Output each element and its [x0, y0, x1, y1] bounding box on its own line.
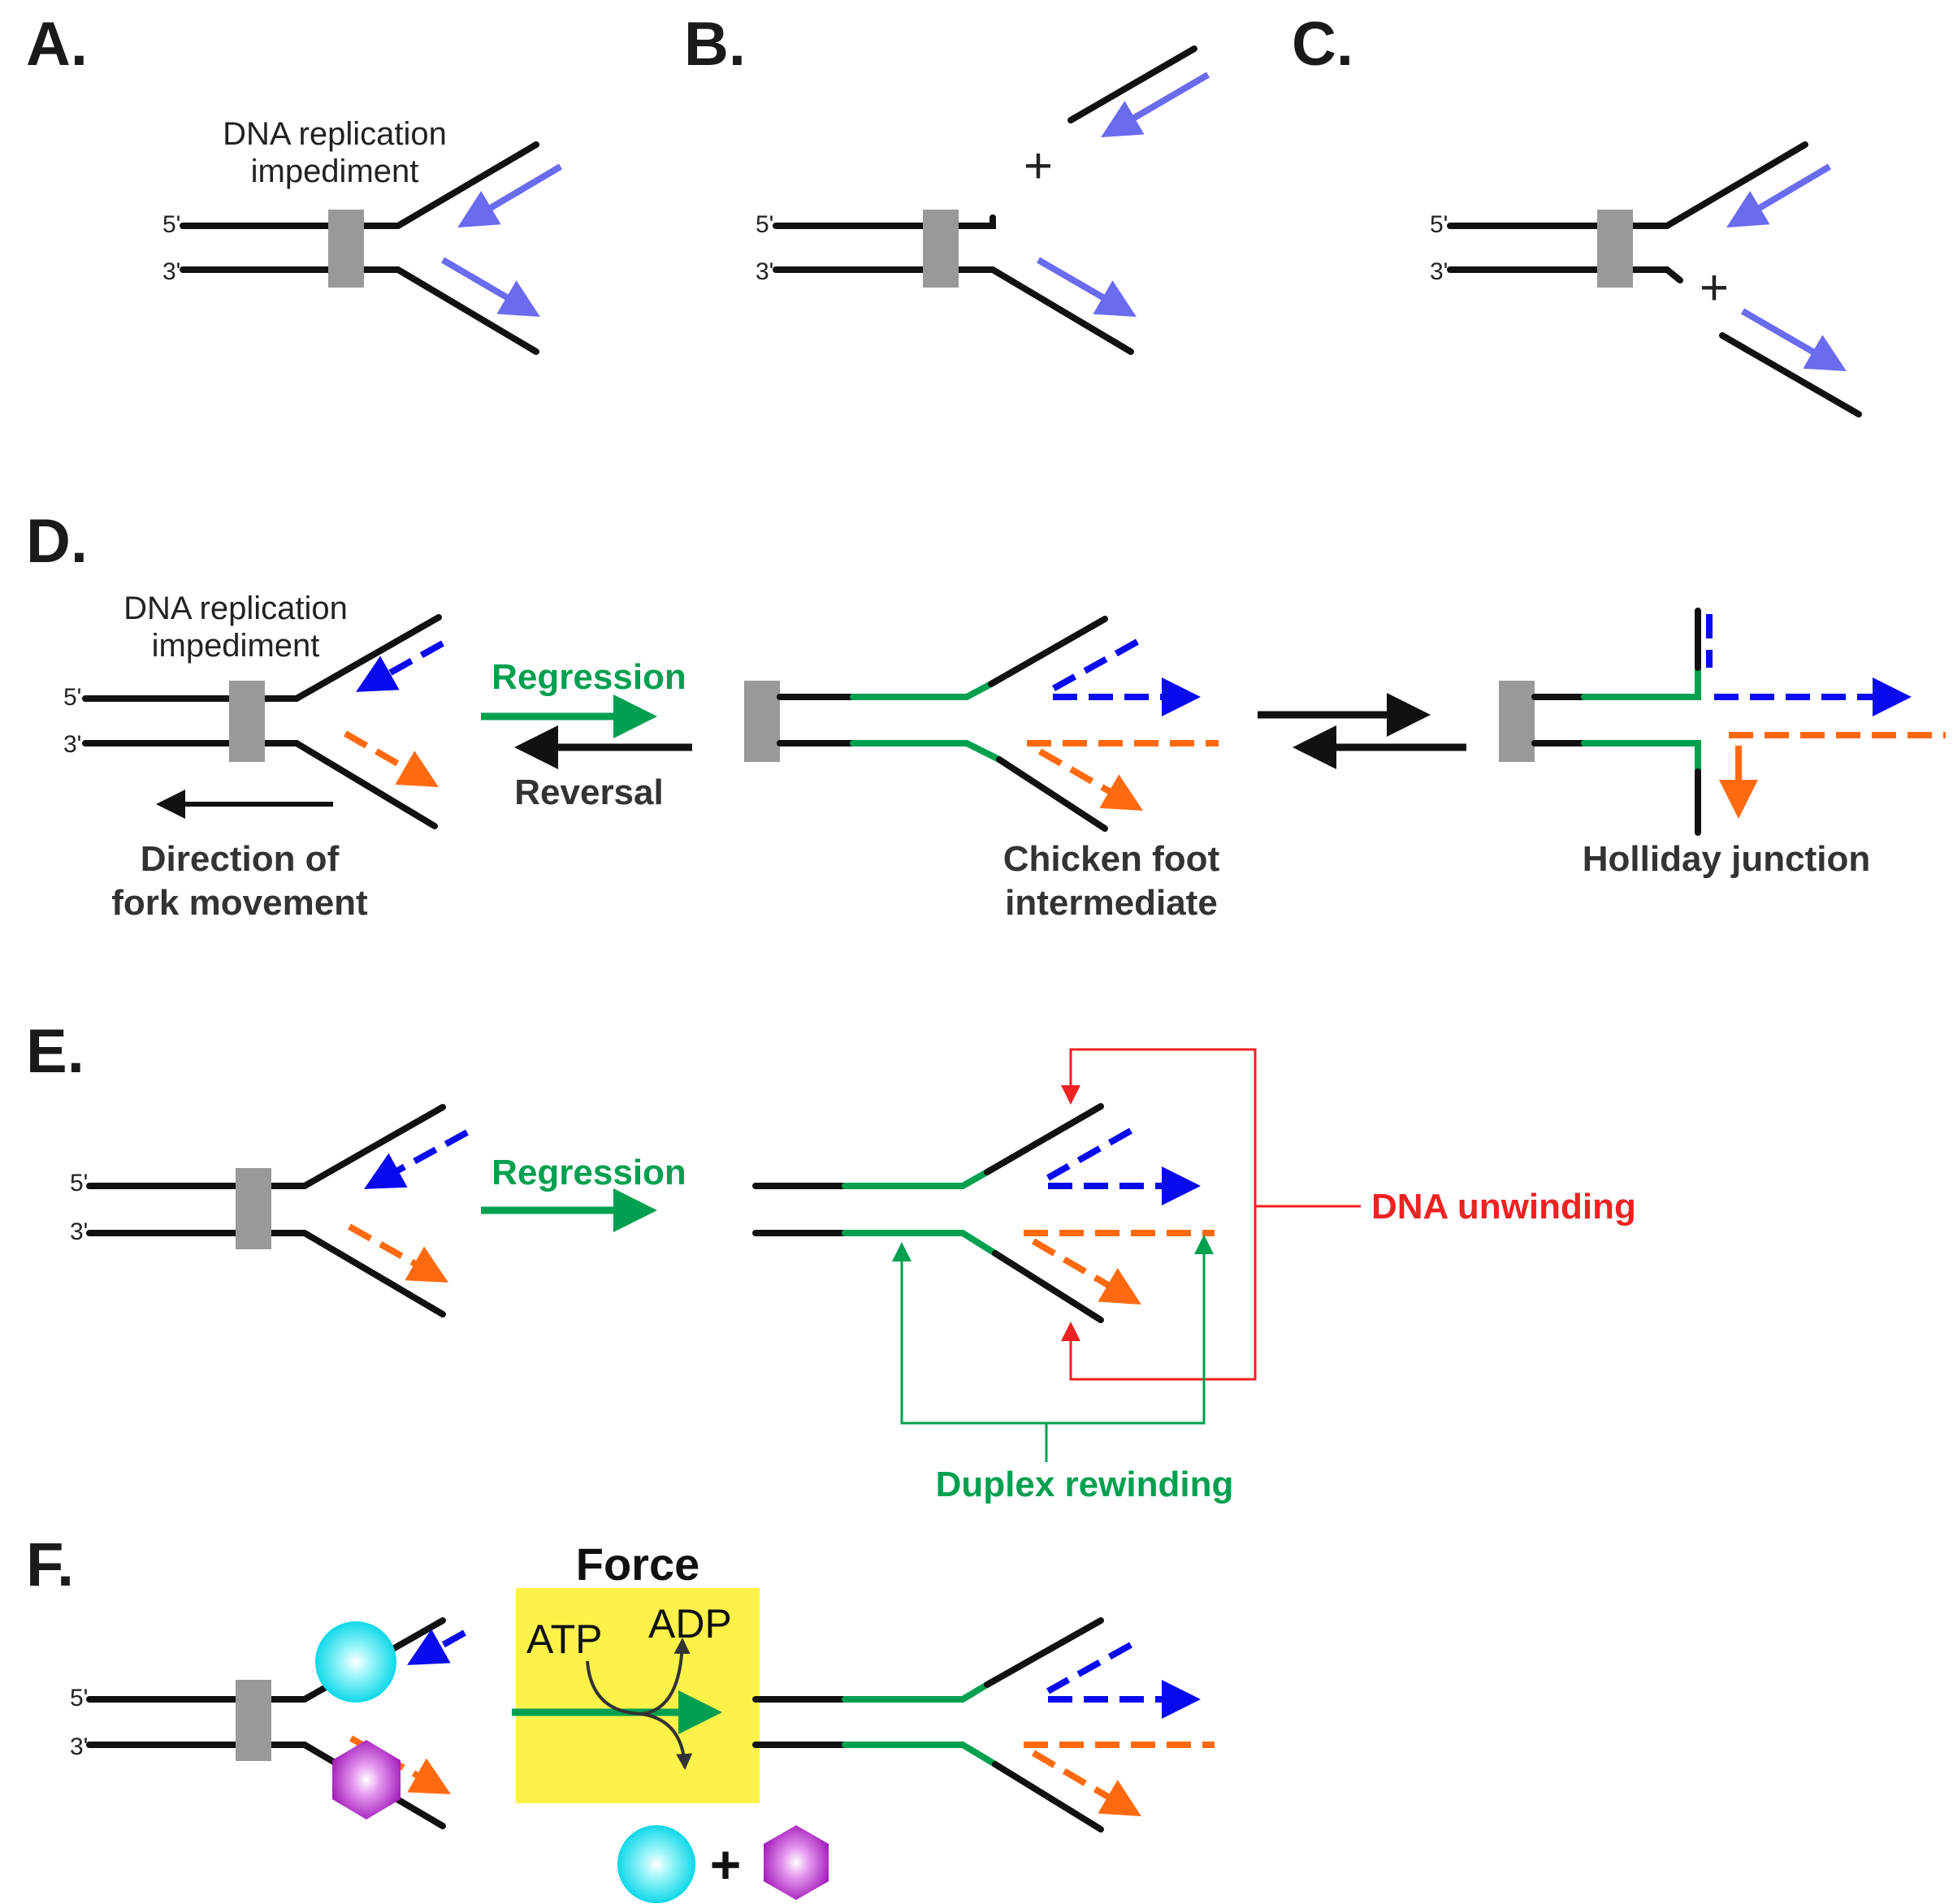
- regression-label: Regression: [491, 1153, 686, 1192]
- panel-e: E. 5' 3' Regression DNA unw: [26, 1017, 1636, 1504]
- regression-label: Regression: [491, 657, 686, 697]
- parental-strand-top: [180, 141, 539, 229]
- panel-f-label: F.: [26, 1530, 74, 1599]
- force-label: Force: [576, 1538, 700, 1590]
- parental-strand-bottom: [180, 266, 539, 355]
- lagging-nascent-arrow: [1036, 257, 1137, 318]
- three-prime-label: 3': [63, 731, 81, 758]
- broken-strand-bottom: [1447, 266, 1683, 283]
- panel-c-label: C.: [1292, 10, 1353, 79]
- panel-e-label: E.: [26, 1017, 84, 1086]
- parental-strand-top: [82, 614, 442, 702]
- parental-strand-top: [1447, 141, 1808, 229]
- panel-b-label: B.: [684, 10, 746, 79]
- parental-strand-bottom: [82, 740, 438, 829]
- parental-dna: [180, 141, 539, 355]
- regressed-leading-strand: [1046, 1642, 1132, 1694]
- three-prime-label: 3': [756, 258, 773, 285]
- holliday-junction-dna: [1531, 608, 1701, 836]
- stalled-fork-dna: [82, 614, 442, 829]
- impediment-block: [1499, 681, 1535, 762]
- panel-a: A. DNA replication impediment 5' 3': [26, 10, 563, 355]
- impediment-block: [1597, 210, 1633, 288]
- lagging-nascent-arrow: [348, 1223, 448, 1283]
- leading-nascent-arrow: [1726, 163, 1832, 228]
- remodeler-sphere-protein: [315, 1621, 396, 1703]
- duplex-rewinding-label: Duplex rewinding: [936, 1465, 1234, 1504]
- regressed-fork-dna: [752, 1617, 1104, 1833]
- five-prime-label: 5': [756, 211, 773, 238]
- impediment-block: [229, 681, 265, 762]
- atp-label: ATP: [526, 1616, 603, 1662]
- impediment-block: [236, 1680, 271, 1761]
- five-prime-label: 5': [1430, 211, 1448, 238]
- holliday-junction-label: Holliday junction: [1583, 839, 1870, 879]
- direction-label-line1: Direction of: [141, 839, 340, 879]
- five-prime-label: 5': [162, 211, 180, 238]
- leading-nascent-arrow: [356, 640, 444, 692]
- leading-nascent-arrow: [457, 163, 563, 228]
- panel-f: F. 5' 3' Force ATP ADP +: [26, 1530, 1215, 1903]
- panel-c: C. 5' 3' +: [1292, 10, 1862, 418]
- regressed-fork-dna: [752, 1103, 1104, 1323]
- leading-nascent-arrow: [363, 1129, 469, 1189]
- lagging-nascent-arrow: [344, 730, 439, 787]
- parental-strand-top: [86, 1104, 446, 1189]
- three-prime-label: 3': [162, 258, 180, 285]
- adp-label: ADP: [648, 1601, 732, 1647]
- unwinding-bracket: [1061, 1048, 1361, 1381]
- impediment-label-line2: impediment: [152, 628, 320, 664]
- detached-leading-arrow: [1101, 71, 1210, 138]
- panel-d-label: D.: [26, 507, 88, 576]
- five-prime-label: 5': [63, 684, 81, 711]
- three-prime-label: 3': [70, 1218, 88, 1245]
- remodeler-hexagon-protein: [332, 1740, 401, 1820]
- plus-sign: +: [1700, 260, 1729, 316]
- impediment-label-line2: impediment: [251, 154, 419, 189]
- five-prime-label: 5': [70, 1170, 88, 1196]
- regressed-lagging-arrow: [1031, 1238, 1141, 1305]
- three-prime-label: 3': [1430, 258, 1448, 285]
- impediment-block: [923, 210, 959, 288]
- panel-b: B. 5' 3' +: [684, 10, 1210, 355]
- regressed-leading-strand: [1051, 638, 1139, 692]
- detached-lagging-arrow: [1740, 308, 1847, 372]
- rewinding-bracket: [892, 1235, 1214, 1462]
- chicken-foot-label-line1: Chicken foot: [1003, 839, 1220, 879]
- lagging-nascent-arrow: [440, 257, 540, 318]
- plus-sign: +: [710, 1834, 742, 1894]
- released-sphere-protein: [617, 1825, 695, 1903]
- regressed-lagging-arrow: [1038, 748, 1143, 811]
- impediment-block: [236, 1168, 271, 1249]
- stalled-fork-dna: [86, 1104, 446, 1318]
- detached-arm: [1067, 45, 1197, 123]
- regressed-lagging-arrow: [1031, 1750, 1141, 1817]
- detached-arm: [1719, 332, 1862, 418]
- impediment-block: [744, 681, 780, 762]
- chicken-foot-label-line2: intermediate: [1005, 883, 1218, 923]
- leading-nascent-arrow: [407, 1629, 466, 1665]
- reversal-label: Reversal: [514, 772, 663, 812]
- parental-strand-bottom: [773, 266, 1134, 355]
- parental-strand-top: [86, 1617, 446, 1703]
- chicken-foot-dna: [777, 616, 1108, 832]
- plus-sign: +: [1024, 138, 1053, 194]
- parental-dna: [773, 45, 1197, 355]
- broken-strand-top: [773, 214, 996, 229]
- impediment-block: [328, 210, 364, 288]
- panel-a-label: A.: [26, 10, 88, 79]
- parental-dna: [1447, 141, 1862, 418]
- impediment-label-line1: DNA replication: [223, 116, 447, 152]
- regressed-leading-strand: [1046, 1127, 1132, 1181]
- protein-release-arrow: [641, 1712, 693, 1770]
- impediment-label-line1: DNA replication: [123, 591, 348, 626]
- dna-unwinding-label: DNA unwinding: [1371, 1187, 1636, 1227]
- panel-d: D. DNA replication impediment 5' 3' Dire…: [26, 507, 1946, 923]
- five-prime-label: 5': [70, 1685, 88, 1711]
- parental-strand-bottom: [86, 1230, 446, 1318]
- three-prime-label: 3': [70, 1733, 88, 1760]
- direction-label-line2: fork movement: [111, 883, 368, 923]
- released-hexagon-protein: [764, 1825, 829, 1900]
